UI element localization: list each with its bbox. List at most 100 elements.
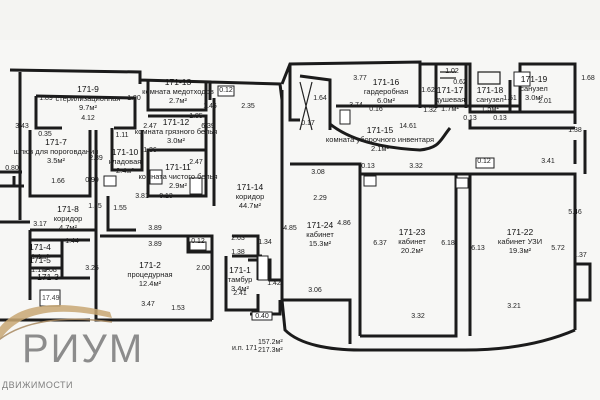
- room-id: 171-13: [165, 77, 192, 87]
- room-name: коридор: [236, 192, 265, 201]
- room-name: процедурная: [127, 270, 172, 279]
- dimension-label: 2.41: [233, 290, 247, 297]
- dimension-label: 0.12: [219, 87, 233, 94]
- room-area: 12.4м²: [139, 279, 162, 288]
- dimension-label: 1.51: [503, 95, 517, 102]
- room-id: 171-17: [437, 85, 464, 95]
- room-id: 171-23: [399, 227, 426, 237]
- room-name: кабинет: [398, 237, 426, 246]
- dimension-label: 0.13: [159, 193, 173, 200]
- room-id: 171-12: [163, 117, 190, 127]
- dimension-label: 0.16: [369, 106, 383, 113]
- dimension-label: 1.42: [267, 280, 281, 287]
- room-name: кладовая: [109, 157, 142, 166]
- dimension-label: 4.86: [337, 220, 351, 227]
- room-area: 2.4м²: [116, 166, 135, 175]
- room-area: 44.7м²: [239, 201, 262, 210]
- dimension-label: 1.89: [39, 95, 53, 102]
- dimension-label: 1.32: [423, 107, 437, 114]
- dimension-label: 2.00: [196, 265, 210, 272]
- dimension-label: 1.02: [445, 68, 459, 75]
- room-id: 171-10: [112, 147, 139, 157]
- room-area: 3.4м²: [231, 284, 250, 293]
- room-name: санузел: [476, 95, 503, 104]
- dimension-label: 3.08: [311, 169, 325, 176]
- room-area: 2.7м²: [169, 96, 188, 105]
- room-id: 171-8: [57, 204, 79, 214]
- room-name: стерилизационная: [56, 94, 121, 103]
- dimension-label: 0.40: [255, 313, 269, 320]
- room-name: кабинет УЗИ: [498, 237, 542, 246]
- dimension-label: 6.18: [441, 240, 455, 247]
- walls: [0, 60, 592, 352]
- dimension-label: 5.46: [568, 209, 582, 216]
- dimension-label: 1.46: [203, 103, 217, 110]
- room-area: 1.5м²: [481, 104, 500, 113]
- room-id: 171-4: [29, 242, 51, 252]
- dimension-label: 0.13: [493, 115, 507, 122]
- room-id: 171-3: [37, 272, 59, 282]
- dimension-label: 3.08: [43, 267, 57, 274]
- room-area: 6.0м²: [377, 96, 396, 105]
- room-name: комната медотходов: [142, 87, 214, 96]
- dimension-label: 0.80: [5, 165, 19, 172]
- room-id: 171-7: [45, 137, 67, 147]
- dimension-label: 3.77: [353, 75, 367, 82]
- room-name: кабинет: [306, 230, 334, 239]
- dimension-label: 3.43: [15, 123, 29, 130]
- dimension-label: 5.72: [551, 245, 565, 252]
- dimension-label: 4.85: [283, 225, 297, 232]
- dimension-label: 3.89: [148, 225, 162, 232]
- dimension-label: 0.12: [477, 158, 491, 165]
- dimension-label: 6.13: [471, 245, 485, 252]
- room-id: 171-16: [373, 77, 400, 87]
- room-area: 1.1м²: [31, 265, 50, 274]
- room-171-5: 171-51.1м²: [29, 255, 51, 274]
- dimension-label: 3.06: [308, 287, 322, 294]
- dimension-label: 1.90: [127, 95, 141, 102]
- dimension-label: 6.37: [373, 240, 387, 247]
- dimension-label: 1.37: [573, 252, 587, 259]
- room-id: 171-24: [307, 220, 334, 230]
- dimension-label: 2.39: [89, 155, 103, 162]
- dimension-label: 1.66: [51, 178, 65, 185]
- dimension-label: 1.55: [113, 205, 127, 212]
- dimension-label: 0.13: [361, 163, 375, 170]
- room-name: душевая: [435, 95, 465, 104]
- dimension-label: 3.32: [411, 313, 425, 320]
- dimension-label: 1.62: [421, 87, 435, 94]
- room-id: 171-19: [521, 74, 548, 84]
- dimension-label: 3.21: [507, 303, 521, 310]
- dimension-label: 1.38: [568, 127, 582, 134]
- room-area: 3.0м²: [525, 93, 544, 102]
- dimension-label: 2.29: [313, 195, 327, 202]
- room-name: коридор: [54, 214, 83, 223]
- room-171-4: 171-41.1м²: [29, 242, 51, 261]
- room-id: 171-5: [29, 255, 51, 265]
- room-area: 4.7м²: [59, 223, 78, 232]
- room-area: 1.1м²: [31, 252, 50, 261]
- dimension-label: 1.85: [189, 113, 203, 120]
- room-id: 171-1: [229, 265, 251, 275]
- brand-text: РИУМ: [22, 327, 144, 371]
- dimension-label: 3.25: [85, 265, 99, 272]
- brand-watermark: РИУМ ДВИЖИМОСТИ 17.49: [0, 295, 144, 390]
- dimension-label: 0.12: [191, 238, 205, 245]
- room-name: комната чистого белья: [138, 172, 217, 181]
- footer-ip: и.п. 171: [232, 345, 257, 352]
- room-id: 171-18: [477, 85, 504, 95]
- room-area: 9.7м²: [79, 103, 98, 112]
